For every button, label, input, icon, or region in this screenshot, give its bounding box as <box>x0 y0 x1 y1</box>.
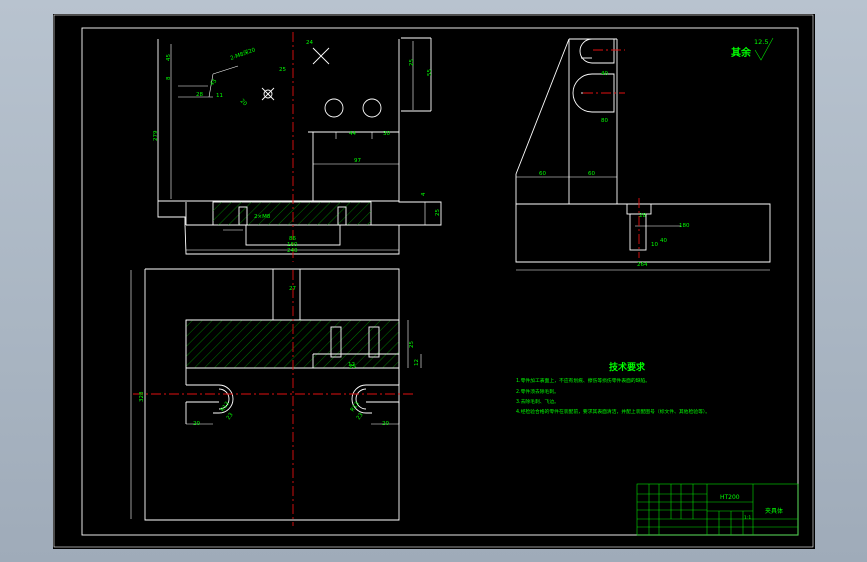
top-view <box>157 37 442 255</box>
dim-s0: 60 <box>539 171 546 177</box>
dim-s1: 60 <box>588 171 595 177</box>
dim-b7: R13 <box>350 400 361 413</box>
tech-title: 技术要求 <box>609 361 646 373</box>
dim-b2: 25 <box>409 341 415 348</box>
dim-t13: 30 <box>383 131 390 137</box>
dim-b5: 25 <box>349 364 356 370</box>
dim-s2: 40 <box>601 71 608 77</box>
dim-t18: 240 <box>287 248 298 254</box>
dim-s6: 10 <box>651 242 658 248</box>
dim-b8: 20 <box>193 421 200 427</box>
tech-requirements: 技术要求 1.零件加工表面上，不应有划痕、擦伤等损伤零件表面的缺陷。 2.零件须… <box>516 361 710 415</box>
dim-t3: 20 <box>239 98 249 108</box>
dim-s4: 28 <box>639 213 646 219</box>
dim-b3: 12 <box>414 359 420 366</box>
dim-t6: 28 <box>196 92 203 98</box>
dim-b9: 20 <box>382 421 389 427</box>
title-block: HT200 夹具体 1:1 <box>636 483 799 536</box>
dim-b0: 27 <box>289 286 296 292</box>
tech-item-2: 2.零件须去除毛刺。 <box>516 388 559 395</box>
centerlines <box>133 32 640 526</box>
dim-t10: 55 <box>427 69 433 76</box>
dim-t16: 86 <box>289 236 296 242</box>
tech-item-3: 3.去除毛刺、飞边。 <box>516 398 559 405</box>
side-view <box>515 38 771 271</box>
surface-finish-value: 12.5 <box>754 38 768 46</box>
dim-s5: 180 <box>679 223 690 229</box>
dim-b6: R13 <box>220 400 231 413</box>
sheet-border-inner <box>81 27 799 536</box>
dim-b11: 23 <box>356 412 365 422</box>
sheet-border-outer <box>53 14 814 548</box>
dim-b4: 12 <box>348 362 355 368</box>
dim-t5: 2-M8深20 <box>229 45 257 62</box>
dim-s8: 264 <box>637 262 648 268</box>
dim-t1: 45 <box>166 54 172 61</box>
tech-item-1: 1.零件加工表面上，不应有划痕、擦伤等损伤零件表面的缺陷。 <box>516 377 650 384</box>
roughness-symbol-icon <box>754 37 774 61</box>
dim-t15: 2×M8 <box>254 214 271 220</box>
dim-t4: 25 <box>279 67 286 73</box>
dim-s3: 80 <box>601 118 608 124</box>
dim-t20: 25 <box>435 209 441 216</box>
surface-finish-note: 其余 12.5 <box>731 37 774 61</box>
dim-t12: 44 <box>349 131 356 137</box>
surface-finish-label: 其余 <box>731 46 752 59</box>
dimension-labels: 24 45 45 20 25 2-M8深20 28 11 8 25 55 279… <box>139 40 690 427</box>
dim-t19: 4 <box>421 192 427 196</box>
tech-item-4: 4.经检验合格的零件在装配前，要求其表面清洁，并配上装配图号（标文件、其他检验等… <box>516 408 710 415</box>
bottom-view <box>130 268 422 521</box>
cad-drawing: 24 45 45 20 25 2-M8深20 28 11 8 25 55 279… <box>53 14 814 548</box>
dim-t7: 11 <box>216 93 223 99</box>
dim-t9: 25 <box>409 59 415 66</box>
title-material: HT200 <box>720 494 740 501</box>
title-part-name: 夹具体 <box>765 507 783 515</box>
dim-t17: 160 <box>287 242 298 248</box>
dim-t11: 279 <box>153 130 159 141</box>
dim-b1: 328 <box>139 391 145 402</box>
dim-b10: 23 <box>226 412 235 422</box>
dim-t0: 24 <box>306 40 313 46</box>
dim-t2: 45 <box>209 78 219 88</box>
dim-s7: 40 <box>660 238 667 244</box>
drawing-viewport[interactable]: 24 45 45 20 25 2-M8深20 28 11 8 25 55 279… <box>53 14 815 549</box>
title-scale: 1:1 <box>744 515 751 521</box>
dim-t8: 8 <box>166 76 172 80</box>
dim-t14: 97 <box>354 158 361 164</box>
